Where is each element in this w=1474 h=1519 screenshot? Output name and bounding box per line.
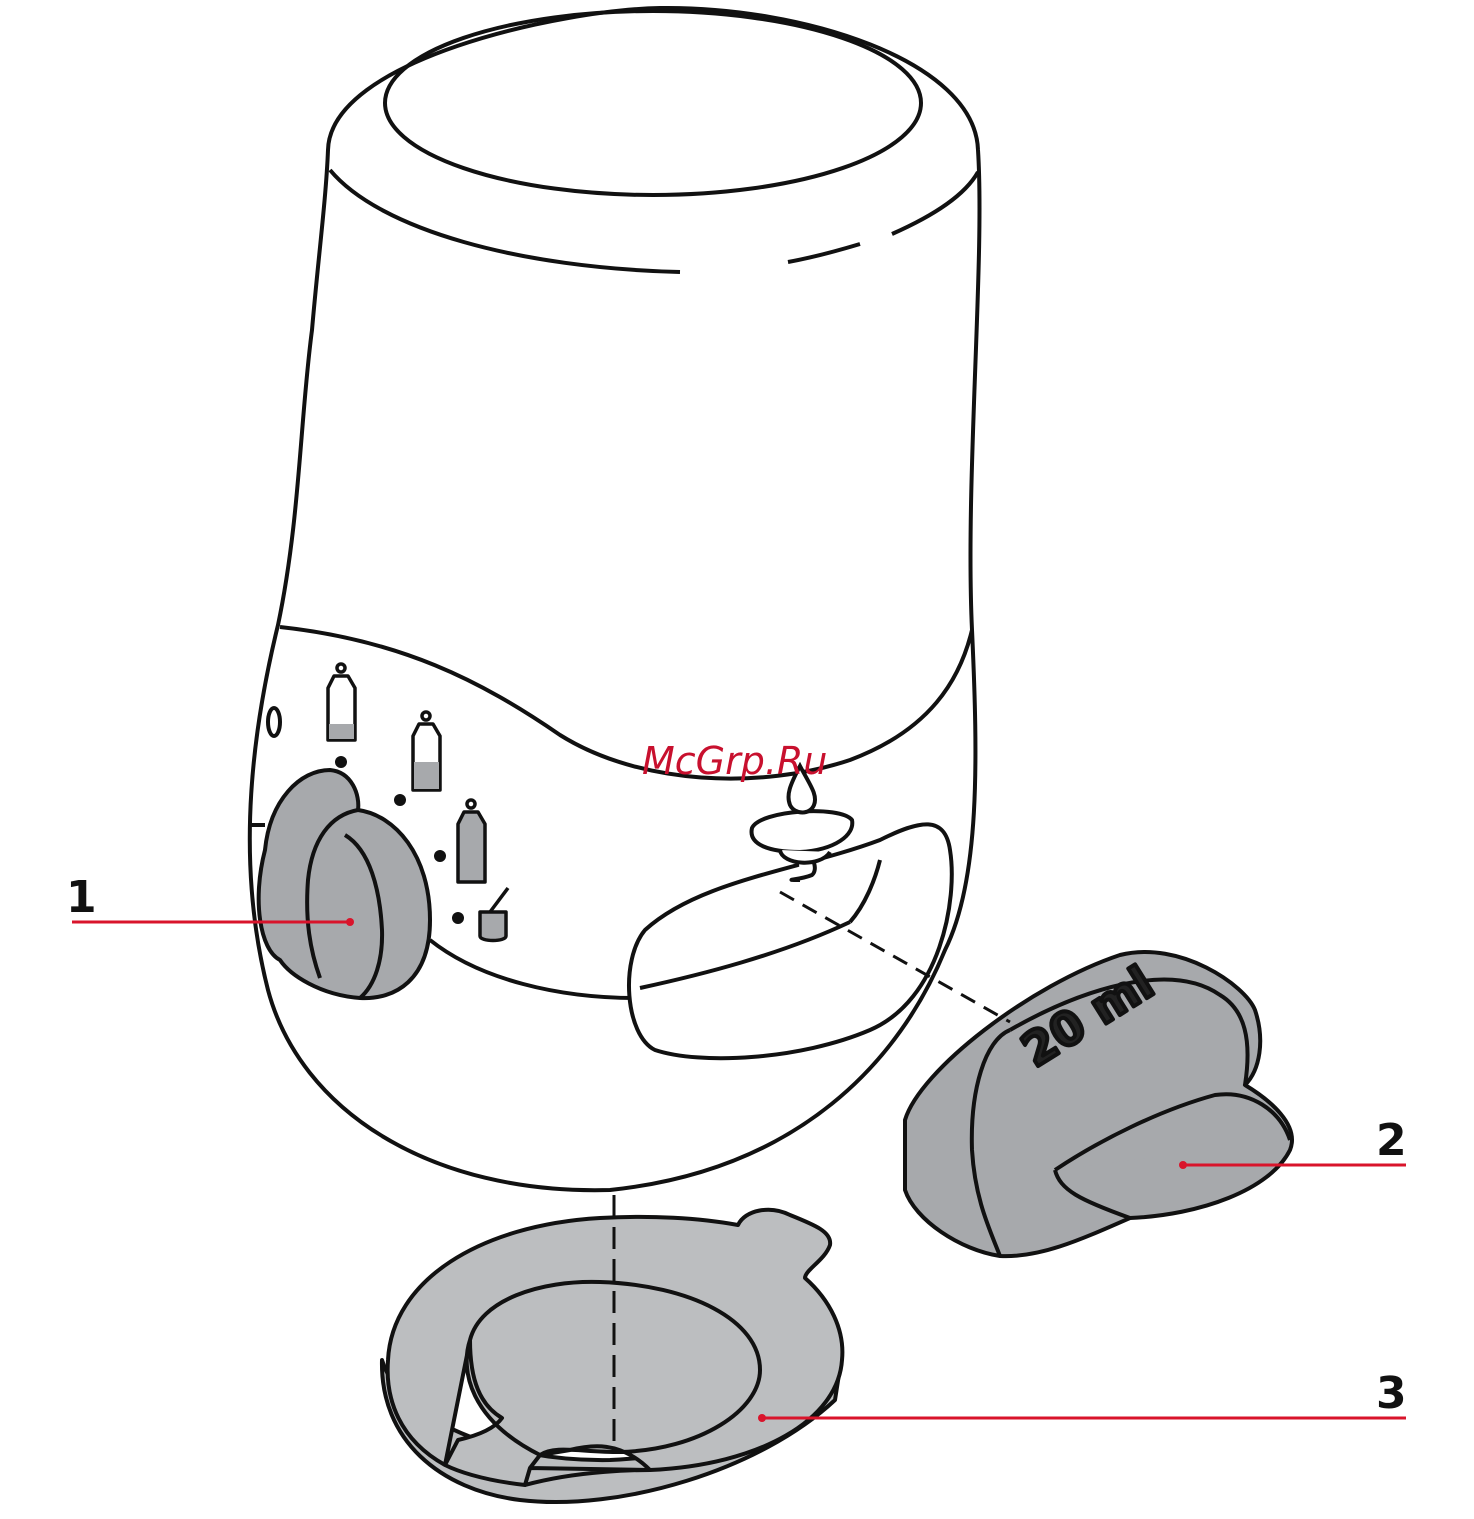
watermark-text: McGrp.Ru [642, 739, 827, 783]
callout-number-2: 2 [1376, 1115, 1407, 1166]
callout-number-3: 3 [1376, 1368, 1407, 1419]
base-ring [382, 1210, 842, 1502]
measuring-cap: 20 ml [905, 952, 1292, 1256]
callout-number-1: 1 [66, 872, 97, 923]
